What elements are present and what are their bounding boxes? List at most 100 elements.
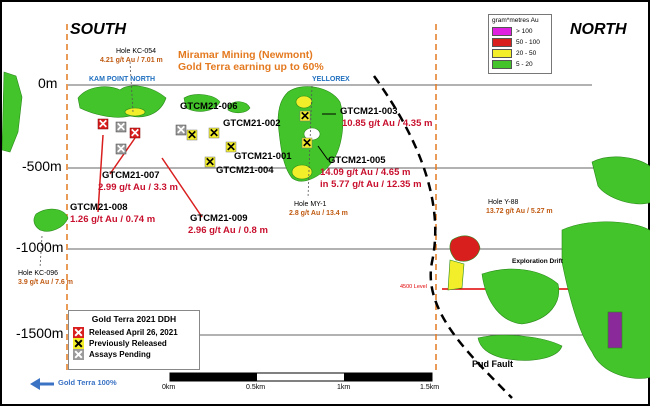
level-4500-label: 4500 Level <box>400 284 427 290</box>
exploration-drift-label: Exploration Drift <box>512 258 563 265</box>
marker-005: ✕ <box>301 136 313 150</box>
orebody-y88-red <box>449 235 481 262</box>
ddh-legend: Gold Terra 2021 DDH Released April 26, 2… <box>68 310 200 370</box>
hole-kc096-name: Hole KC-096 <box>18 270 59 277</box>
red-x-icon <box>73 327 84 338</box>
grade-legend-title: gram*metres Au <box>492 17 539 24</box>
svg-text:✕: ✕ <box>130 126 140 140</box>
marker-pending-2: ✕ <box>115 142 127 156</box>
ddh-009-label: GTCM21-009 <box>190 213 248 224</box>
ddh-002-label: GTCM21-002 <box>223 118 281 129</box>
orebody-north-purple <box>607 311 623 349</box>
marker-002: ✕ <box>208 126 220 140</box>
ddh-legend-item: Previously Released <box>69 338 199 349</box>
depth-1000: -1000m <box>16 239 64 255</box>
hole-kc054-name: Hole KC-054 <box>116 48 157 55</box>
ddh-004-label: GTCM21-004 <box>216 165 274 176</box>
orebody-small-1 <box>183 94 221 112</box>
svg-text:✕: ✕ <box>205 155 215 169</box>
swatch-magenta <box>492 27 512 36</box>
orebody-y88-yellow <box>447 259 465 291</box>
gold-terra-arrow <box>30 378 54 390</box>
ddh-legend-item: Assays Pending <box>69 349 199 360</box>
pointer-lines <box>97 134 203 218</box>
scale-0km: 0km <box>162 384 176 391</box>
ddh-markers: ✕ ✕ ✕ ✕ ✕ ✕ ✕ ✕ <box>97 109 313 169</box>
depth-0: 0m <box>38 75 58 91</box>
orebody-kc096 <box>33 208 69 232</box>
ddh-007-label: GTCM21-007 <box>102 170 160 181</box>
title-line-1: Miramar Mining (Newmont) <box>178 49 313 61</box>
gray-x-icon <box>73 349 84 360</box>
marker-pending-1: ✕ <box>115 120 127 134</box>
ddh-003-value: 10.85 g/t Au / 4.35 m <box>342 118 433 129</box>
orebody-kam-yellow <box>124 107 146 117</box>
hole-kc096-value: 3.9 g/t Au / 7.6 m <box>18 279 73 286</box>
ddh-006-label: GTCM21-006 <box>180 101 238 112</box>
swatch-green <box>492 60 512 69</box>
hole-y88-value: 13.72 g/t Au / 5.27 m <box>486 208 553 215</box>
yellow-x-icon <box>73 338 84 349</box>
hole-my1-name: Hole MY-1 <box>294 201 327 208</box>
marker-003: ✕ <box>299 109 311 123</box>
orebody-kam-point <box>77 85 167 118</box>
orebody-north-top <box>591 156 650 205</box>
svg-text:✕: ✕ <box>187 128 197 142</box>
depth-1500: -1500m <box>16 325 64 341</box>
grade-legend: gram*metres Au > 100 50 - 100 20 - 50 5 … <box>488 14 552 74</box>
marker-pending-3: ✕ <box>175 123 187 137</box>
title-line-2: Gold Terra earning up to 60% <box>178 61 324 73</box>
grade-legend-item: 5 - 20 <box>492 59 548 70</box>
svg-text:✕: ✕ <box>116 120 126 134</box>
ddh-005-value-1: 14.09 g/t Au / 4.65 m <box>320 167 411 178</box>
depth-500: -500m <box>22 158 62 174</box>
marker-009: ✕ <box>129 126 141 140</box>
swatch-red <box>492 38 512 47</box>
ddh-008-value: 1.26 g/t Au / 0.74 m <box>70 214 156 225</box>
ddh-007-value: 2.99 g/t Au / 3.3 m <box>98 182 178 193</box>
zone-yellorex: YELLOREX <box>312 76 350 83</box>
heading-north: NORTH <box>570 21 627 38</box>
marker-004: ✕ <box>204 155 216 169</box>
pointer-lines-black <box>317 113 336 161</box>
grade-legend-item: > 100 <box>492 26 548 37</box>
ddh-003-label: GTCM21-003 <box>340 106 398 117</box>
ddh-005-label: GTCM21-005 <box>328 155 386 166</box>
marker-001: ✕ <box>225 140 237 154</box>
marker-007: ✕ <box>97 117 109 131</box>
scale-05km: 0.5km <box>246 384 266 391</box>
swatch-yellow <box>492 49 512 58</box>
svg-text:✕: ✕ <box>116 142 126 156</box>
ddh-legend-item: Released April 26, 2021 <box>69 327 199 338</box>
hole-my1-value: 2.8 g/t Au / 13.4 m <box>289 210 348 217</box>
svg-text:✕: ✕ <box>300 109 310 123</box>
grade-legend-item: 20 - 50 <box>492 48 548 59</box>
orebody-north-big <box>561 221 650 379</box>
gold-terra-100-label: Gold Terra 100% <box>58 378 117 387</box>
svg-text:✕: ✕ <box>176 123 186 137</box>
scale-bar <box>169 372 433 382</box>
grade-legend-item: 50 - 100 <box>492 37 548 48</box>
orebody-yellorex-yellow-2 <box>291 164 313 180</box>
orebody-yellorex-yellow-1 <box>295 95 313 109</box>
orebody-left-edge <box>2 71 23 153</box>
scale-15km: 1.5km <box>420 384 440 391</box>
svg-text:✕: ✕ <box>98 117 108 131</box>
marker-006: ✕ <box>186 128 198 142</box>
svg-text:✕: ✕ <box>209 126 219 140</box>
orebody-north-mid <box>481 268 560 325</box>
orebody-north-lower <box>477 334 563 361</box>
hole-kc054-value: 4.21 g/t Au / 7.01 m <box>100 57 163 64</box>
ddh-legend-title: Gold Terra 2021 DDH <box>91 314 177 324</box>
ddh-009-value: 2.96 g/t Au / 0.8 m <box>188 225 268 236</box>
scale-1km: 1km <box>337 384 351 391</box>
svg-text:✕: ✕ <box>302 136 312 150</box>
svg-text:✕: ✕ <box>226 140 236 154</box>
pud-fault-label: Pud Fault <box>472 359 513 369</box>
ddh-008-label: GTCM21-008 <box>70 202 128 213</box>
heading-south: SOUTH <box>70 21 126 38</box>
zone-kam-point-north: KAM POINT NORTH <box>89 76 156 83</box>
pud-fault-line <box>372 75 513 399</box>
